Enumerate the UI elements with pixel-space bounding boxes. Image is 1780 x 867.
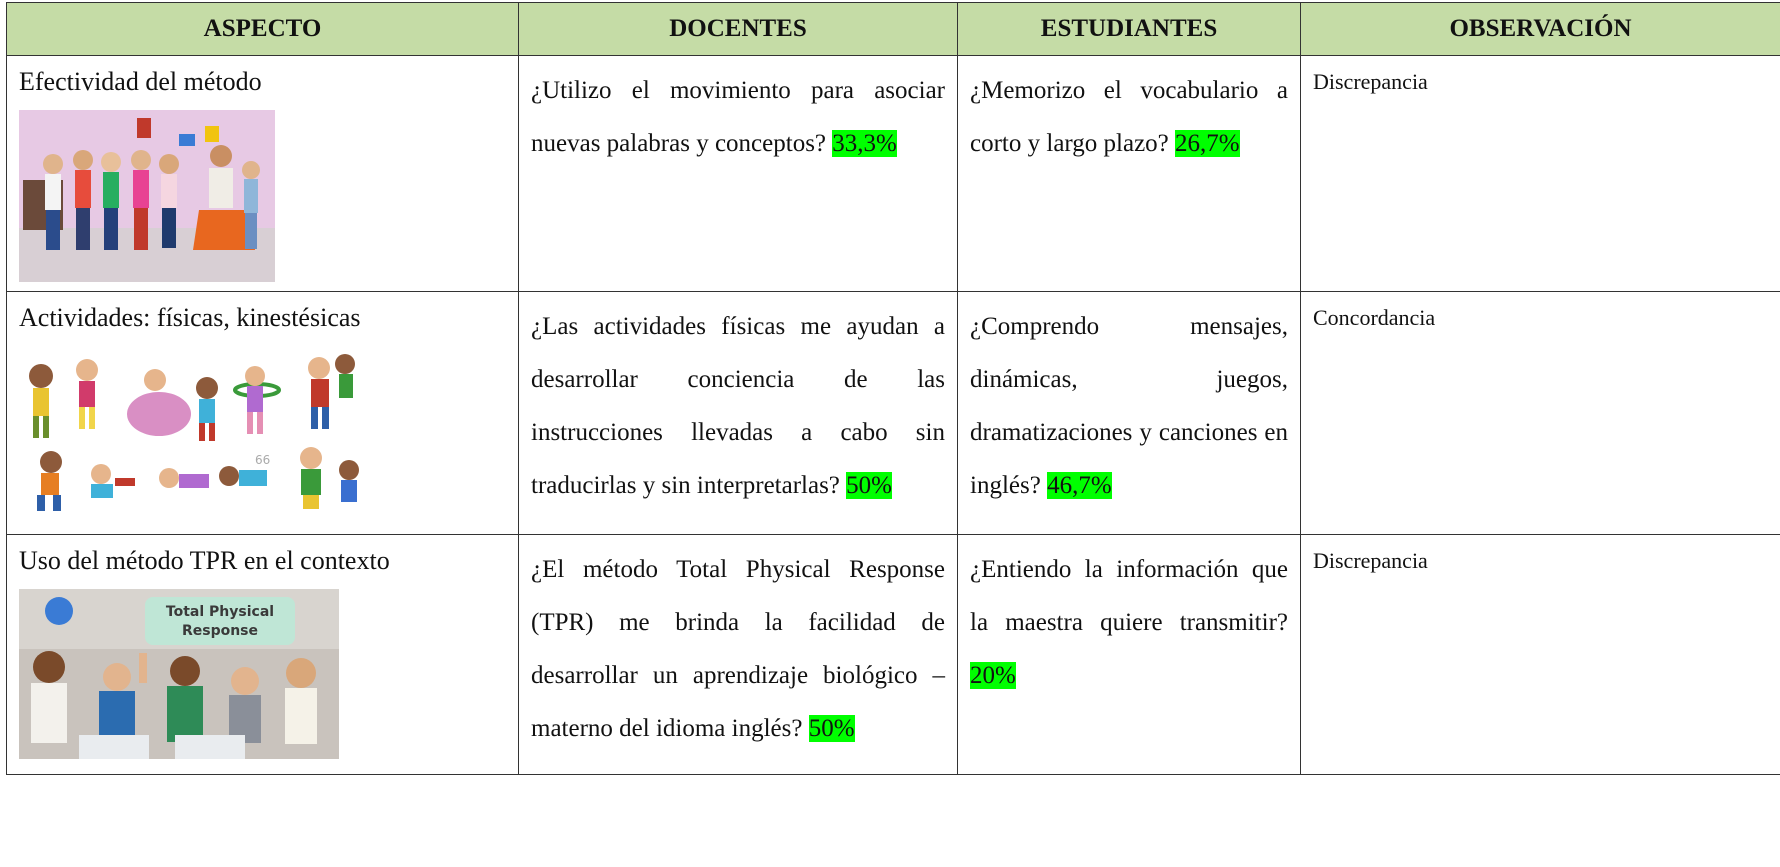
aspect-title: Actividades: físicas, kinestésicas	[19, 303, 361, 332]
header-estudiantes: ESTUDIANTES	[957, 2, 1301, 56]
docentes-percentage: 33,3%	[832, 130, 897, 157]
docentes-question-text: ¿Utilizo el movimiento para asociar nuev…	[531, 77, 945, 157]
tpr-classroom-image: Total Physical Response	[19, 589, 339, 759]
docentes-percentage: 50%	[846, 472, 892, 499]
header-observacion: OBSERVACIÓN	[1300, 2, 1780, 56]
tpr-caption-line2: Response	[182, 623, 258, 639]
estudiantes-question-text: ¿Entiendo la información que la maestra …	[970, 556, 1288, 636]
observacion-cell: Discrepancia	[1300, 55, 1780, 292]
estudiantes-cell: ¿Entiendo la información que la maestra …	[957, 534, 1301, 775]
estudiantes-question-text: ¿Memorizo el vocabulario a corto y largo…	[970, 77, 1288, 157]
header-docentes: DOCENTES	[518, 2, 958, 56]
docentes-cell: ¿El método Total Physical Response (TPR)…	[518, 534, 958, 775]
table-row: Uso del método TPR en el contexto Total …	[6, 534, 1780, 775]
cartoon-kids-illustration: 66	[19, 346, 369, 516]
children-dancing-illustration	[19, 110, 275, 282]
header-row: ASPECTO DOCENTES ESTUDIANTES OBSERVACIÓN	[6, 2, 1780, 56]
estudiantes-question-text: ¿Comprendo mensajes, dinámicas, juegos, …	[970, 313, 1288, 499]
docentes-question: ¿Las actividades físicas me ayudan a des…	[531, 300, 945, 512]
observacion-text: Concordancia	[1313, 305, 1436, 330]
aspect-cell: Efectividad del método	[6, 55, 519, 292]
docentes-cell: ¿Las actividades físicas me ayudan a des…	[518, 291, 958, 535]
header-aspecto: ASPECTO	[6, 2, 519, 56]
tpr-students-illustration: Total Physical Response	[19, 589, 339, 759]
docentes-cell: ¿Utilizo el movimiento para asociar nuev…	[518, 55, 958, 292]
aspect-cell: Actividades: físicas, kinestésicas	[6, 291, 519, 535]
docentes-question: ¿El método Total Physical Response (TPR)…	[531, 543, 945, 755]
aspect-cell: Uso del método TPR en el contexto Total …	[6, 534, 519, 775]
docentes-question-text: ¿Las actividades físicas me ayudan a des…	[531, 313, 945, 499]
observacion-text: Discrepancia	[1313, 69, 1428, 94]
estudiantes-percentage: 26,7%	[1175, 130, 1240, 157]
kinesthetic-activities-image: 66	[19, 346, 369, 516]
estudiantes-question: ¿Memorizo el vocabulario a corto y largo…	[970, 64, 1288, 170]
estudiantes-cell: ¿Comprendo mensajes, dinámicas, juegos, …	[957, 291, 1301, 535]
observacion-text: Discrepancia	[1313, 548, 1428, 573]
comparison-table: ASPECTO DOCENTES ESTUDIANTES OBSERVACIÓN…	[6, 2, 1780, 775]
docentes-percentage: 50%	[808, 715, 855, 742]
docentes-question: ¿Utilizo el movimiento para asociar nuev…	[531, 64, 945, 170]
svg-text:66: 66	[255, 453, 270, 467]
tpr-caption-line1: Total Physical	[166, 604, 274, 620]
estudiantes-percentage: 20%	[970, 662, 1016, 689]
aspect-title: Efectividad del método	[19, 67, 262, 96]
estudiantes-percentage: 46,7%	[1047, 472, 1112, 499]
estudiantes-question: ¿Comprendo mensajes, dinámicas, juegos, …	[970, 300, 1288, 512]
observacion-cell: Concordancia	[1300, 291, 1780, 535]
aspect-title: Uso del método TPR en el contexto	[19, 546, 390, 575]
observacion-cell: Discrepancia	[1300, 534, 1780, 775]
docentes-question-text: ¿El método Total Physical Response (TPR)…	[531, 556, 945, 742]
estudiantes-cell: ¿Memorizo el vocabulario a corto y largo…	[957, 55, 1301, 292]
table-row: Actividades: físicas, kinestésicas	[6, 291, 1780, 535]
estudiantes-question: ¿Entiendo la información que la maestra …	[970, 543, 1288, 702]
classroom-movement-image	[19, 110, 275, 282]
table-row: Efectividad del método	[6, 55, 1780, 292]
